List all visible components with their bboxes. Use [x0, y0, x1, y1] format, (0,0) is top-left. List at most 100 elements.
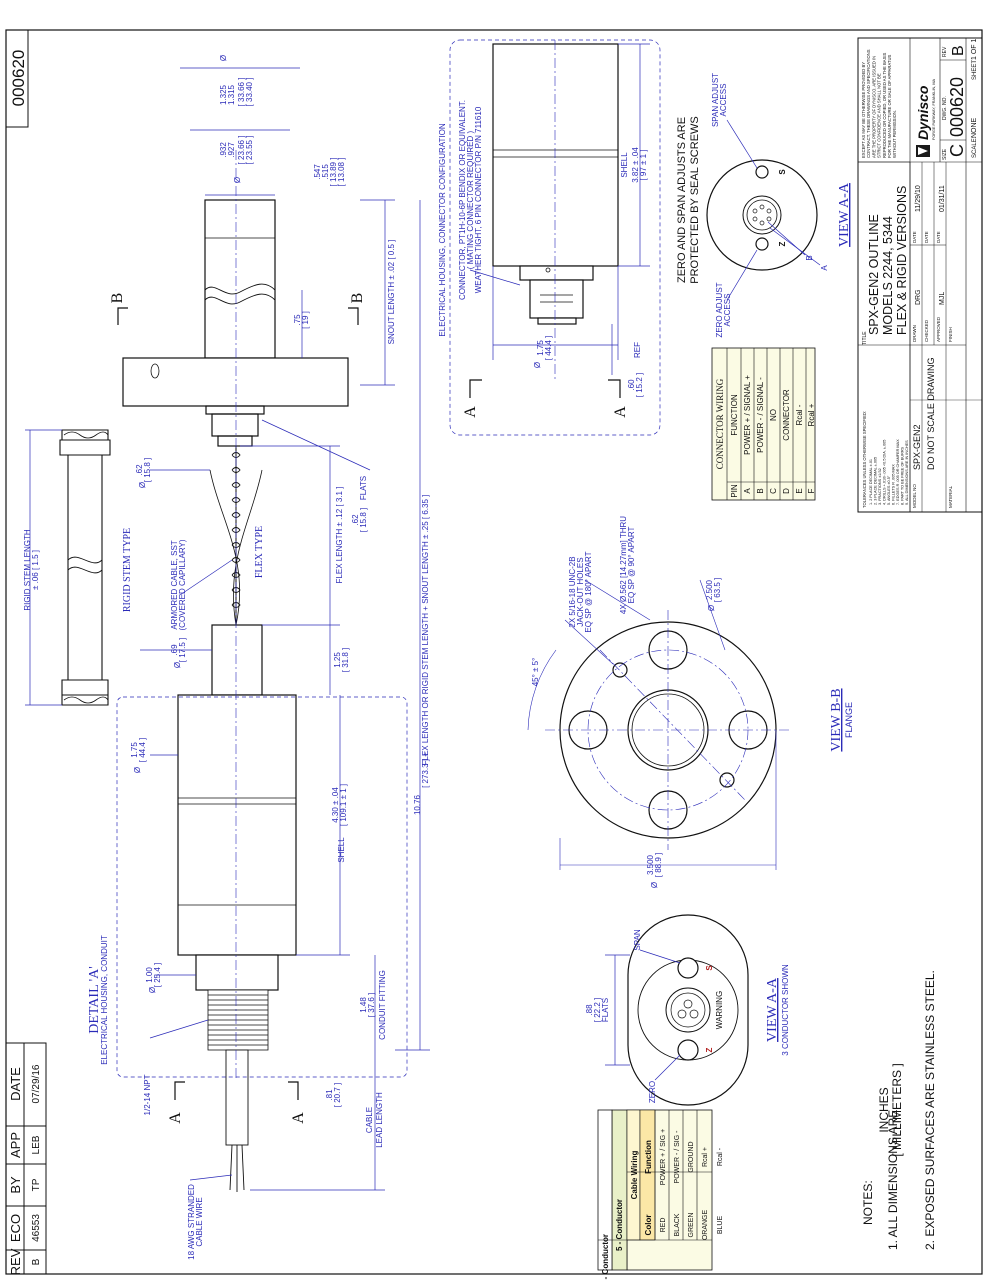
size-label: SIZE	[942, 148, 948, 160]
dim-phi: Ø	[650, 882, 659, 888]
function-header: FUNCTION	[730, 394, 739, 436]
approved-label: APPROVED	[936, 316, 941, 342]
tolerance-line: 1. 2 PLACE DECIMAL ±.01	[869, 459, 873, 505]
zero-marker: Z	[778, 241, 787, 246]
connector-section-a: A	[462, 406, 479, 418]
dim-phi: Ø	[219, 55, 228, 61]
rev-value: B	[31, 1258, 42, 1265]
connector-view-aa	[706, 159, 818, 271]
zero-screw-icon	[677, 1039, 699, 1061]
drawn-date: 11/29/10	[915, 185, 922, 212]
dim-3500: 3.500	[646, 854, 655, 875]
npt-label: 1/2-14 NPT	[143, 1074, 152, 1115]
snout	[204, 199, 276, 359]
dim-1389: [ 13.89 ]	[329, 158, 338, 187]
section-a-left: A	[167, 1112, 184, 1124]
dim-phi: Ø	[173, 662, 182, 668]
detail-a-title: DETAIL 'A'	[87, 966, 102, 1034]
connector-dim-444: [ 44.4 ]	[544, 336, 553, 360]
jackout-label: 2X 5/16-18 UNC-2B	[568, 556, 577, 627]
cable-row-function: POWER - / SIG -	[674, 1130, 681, 1184]
cable-row-function: Rcal -	[717, 1147, 724, 1166]
drawing-number-block: 000620	[947, 77, 967, 137]
dim-148: 1.48	[359, 997, 368, 1013]
dim-175mm: [ 17.5 ]	[178, 638, 187, 662]
dim-phi: Ø	[148, 987, 157, 993]
dim-158-flats: [ 15.8 ]	[359, 508, 368, 532]
zero-span-note-2: PROTECTED BY SEAL SCREWS	[689, 116, 701, 283]
flange	[122, 357, 349, 407]
armored-cable-label: ARMORED CABLE, SST	[170, 540, 179, 629]
zero-span-note: ZERO AND SPAN ADJUSTS ARE	[676, 117, 688, 283]
tolerance-line: 8. PART TO BE FREE OF BURRS	[901, 446, 905, 505]
cable-wires	[225, 1049, 249, 1192]
tolerance-line: 3. FRACTIONS ±1/32	[878, 468, 882, 505]
title-line: FLEX & RIGID VERSIONS	[895, 186, 909, 335]
tolerance-line: 5. ANGLES ±0.5°	[887, 475, 891, 505]
dim-62-flats: .62	[351, 514, 360, 526]
pin-row-pin: A	[743, 488, 752, 494]
pin-row-pin: F	[807, 488, 816, 493]
dim-conduit-fitting: CONDUIT FITTING	[378, 970, 387, 1040]
thru-hole-label-2: EQ SP @ 90° APART	[627, 527, 636, 604]
tolerance-line: 2. 3 PLACE DECIMAL ±.005	[874, 457, 878, 505]
dim-rigid-stem-tol: ± .06 [ 1.5 ]	[31, 550, 40, 590]
notice-line: EXCEPT AS MAY BE OTHERWISE PROVIDED BY	[861, 62, 866, 158]
dim-100: 1.00	[145, 967, 154, 983]
connector-dim-175: 1.75	[536, 340, 545, 356]
view-aa-conduit	[627, 914, 749, 1106]
main-side-view	[122, 199, 349, 1192]
view-aa-connector-title: VIEW A-A	[837, 182, 852, 247]
dim-1315: 1.315	[227, 84, 236, 105]
pin-row-pin: C	[769, 488, 778, 494]
connector-base	[519, 265, 594, 281]
conduit-span-label: SPAN	[633, 929, 642, 950]
dim-19: [ 19 ]	[301, 311, 310, 329]
main-labels: RIGID STEM TYPE ARMORED CABLE, SST (COVE…	[87, 526, 265, 1260]
eco-header: ECO	[8, 1214, 23, 1242]
date-header: DATE	[8, 1067, 23, 1101]
dim-snout: SNOUT LENGTH ± .02 [ 0.5 ]	[387, 240, 396, 345]
cable-row-color: BLACK	[674, 1213, 681, 1236]
dim-3340: [ 33.40 ]	[245, 78, 254, 107]
view-aa-conduit-title: VIEW A-A	[765, 977, 780, 1042]
sheet-value: 1 OF 1	[971, 38, 978, 60]
cable-wire-label: 18 AWG STRANDED	[187, 1184, 196, 1260]
span-access-label: ACCESS	[719, 84, 728, 117]
dim-3366: [ 33.66 ]	[237, 78, 246, 107]
note-1-metric: [ MILLIMETERS ]	[890, 1063, 904, 1156]
cable-function-header: Function	[644, 1140, 653, 1174]
span-seal-screw-icon	[755, 165, 769, 179]
view-bb-title: VIEW B-B	[829, 688, 844, 751]
dynisco-logo: Dynisco FORGE PARKWAY, FRANKLIN, MA	[915, 78, 936, 157]
cable-wire-label-2: CABLE WIRE	[195, 1197, 204, 1246]
notice-line: REPRODUCED OR COPIED, OR USED AS THE BAS…	[882, 52, 887, 158]
drawn-label: DRAWN	[912, 325, 917, 342]
drawing-number-top: 000620	[9, 50, 28, 107]
dim-overall: FLEX LENGTH OR RIGID STEM LENGTH + SNOUT…	[421, 495, 430, 766]
dim-lead-length: LEAD LENGTH	[375, 1092, 384, 1148]
dim-2733: [ 273.3 ] +	[421, 752, 430, 788]
conduit-zero-label: ZERO	[648, 1081, 657, 1103]
dim-62: .62	[135, 464, 144, 476]
drawn-by: DRG	[915, 289, 922, 305]
dim-635: [ 63.5 ]	[713, 578, 722, 602]
scale-label: SCALE:	[972, 136, 978, 158]
span-screw-icon	[677, 957, 699, 979]
dim-flats-conduit: FLATS	[601, 998, 610, 1022]
date-value: 07/29/16	[31, 1064, 42, 1103]
connector-wiring-title: CONNECTOR WIRING	[715, 378, 725, 469]
title-line: SPX-GEN2 OUTLINE	[867, 214, 881, 335]
tolerance-line: 7. EDGES R .005 OR CHAMFER MAX	[896, 439, 900, 505]
zero-seal-screw-icon	[755, 237, 769, 251]
pin-row-pin: D	[782, 488, 791, 494]
section-markers-main	[117, 307, 359, 1100]
dim-2355: [ 23.55 ]	[245, 136, 254, 165]
connector-spec: CONNECTOR, PT1H-10-6P BENDIX OR EQUIVALE…	[458, 100, 467, 300]
dim-69: .69	[170, 644, 179, 656]
section-b-right: B	[349, 293, 366, 304]
size-value: C	[947, 144, 967, 157]
dim-81: .81	[325, 1089, 334, 1101]
approved-date-label: DATE	[936, 231, 941, 243]
connector-wiring-table: CONNECTOR WIRING PIN FUNCTION A POWER + …	[711, 347, 816, 501]
